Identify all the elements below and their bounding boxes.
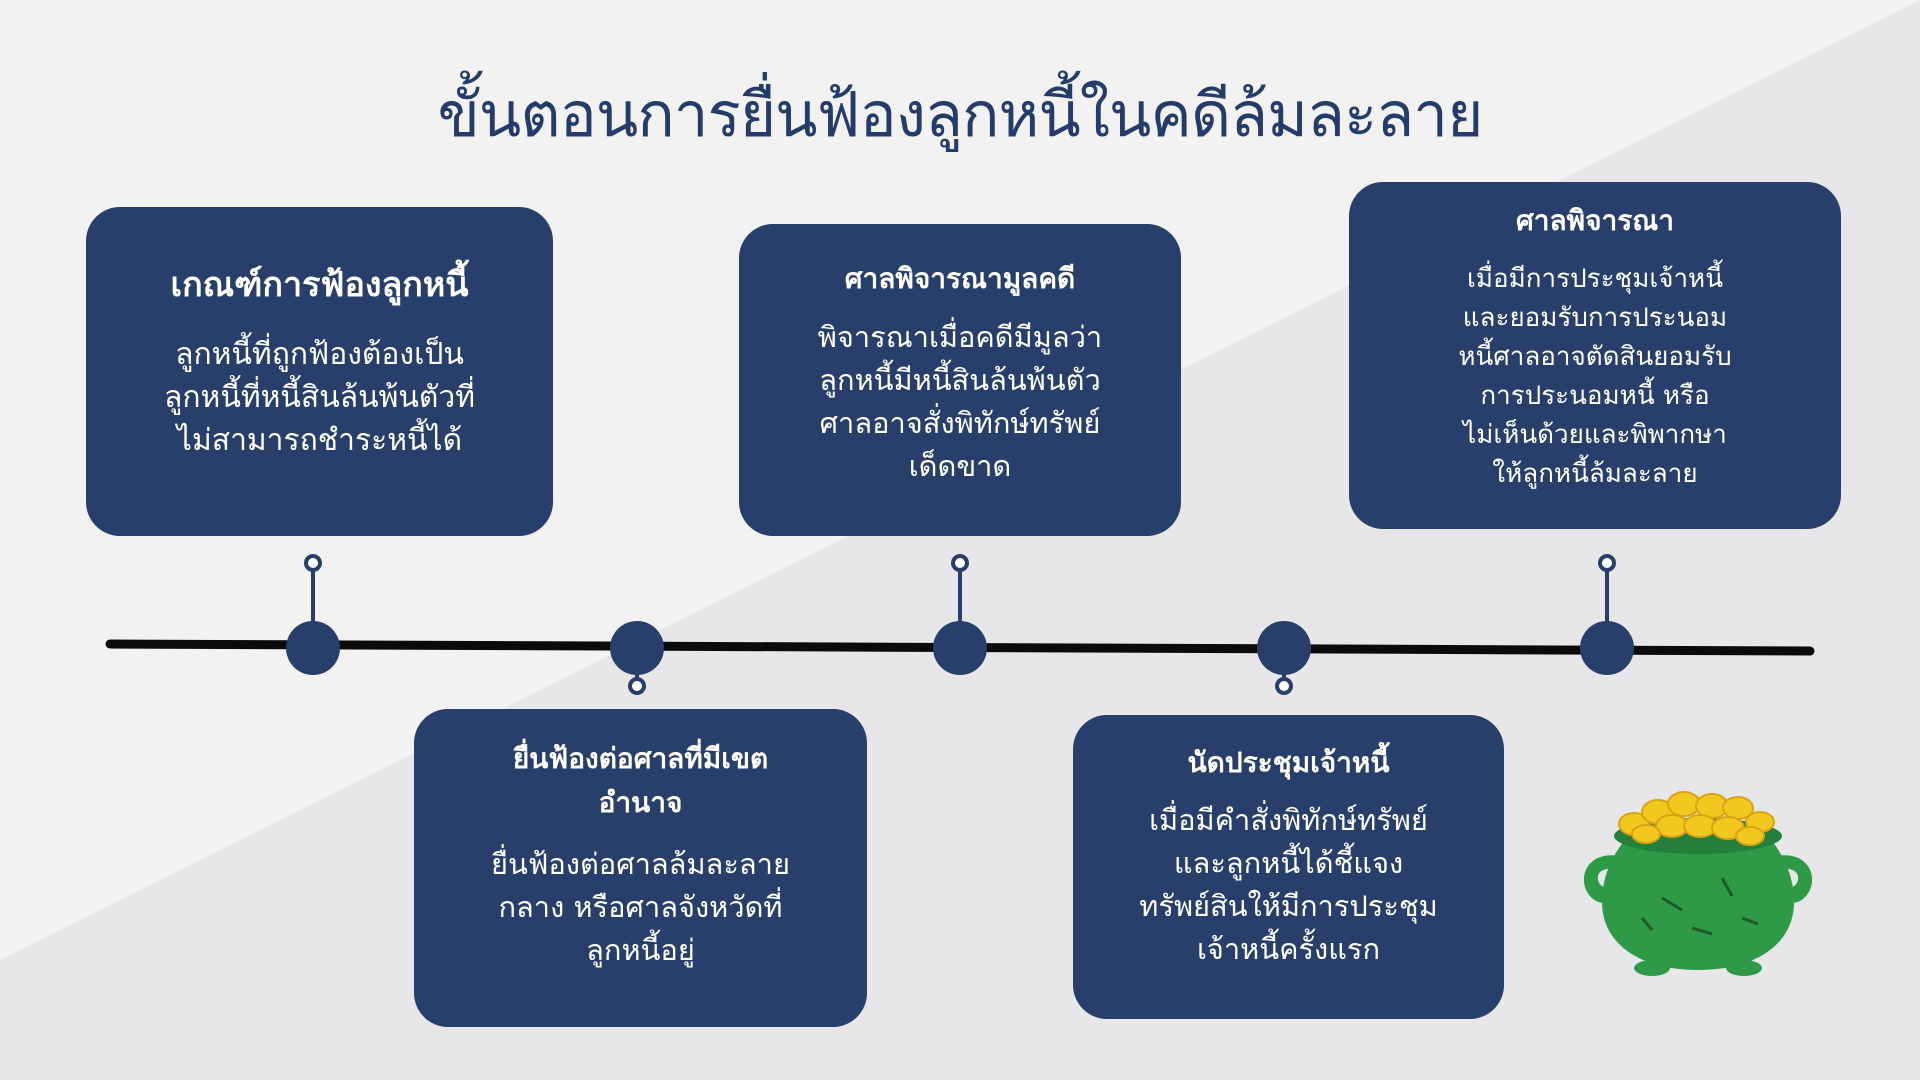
timeline-node-step5	[1580, 621, 1634, 675]
timeline-node-step1	[286, 621, 340, 675]
step-description: เมื่อมีการประชุมเจ้าหนี้ และยอมรับการประ…	[1458, 264, 1732, 489]
step-card-3: ศาลพิจารณามูลคดี พิจารณาเมื่อคดีมีมูลว่า…	[739, 224, 1181, 536]
connector-step1	[304, 554, 322, 625]
step-title: ยื่นฟ้องต่อศาลที่มีเขต อำนาจ	[512, 742, 769, 819]
step-description: พิจารณาเมื่อคดีมีมูลว่า ลูกหนี้มีหนี้สิน…	[817, 320, 1103, 483]
timeline-node-step3	[933, 621, 987, 675]
pot-of-gold-icon	[1583, 791, 1813, 976]
connector-step5	[1598, 554, 1616, 625]
step-card-4: นัดประชุมเจ้าหนี้ เมื่อมีคำสั่งพิทักษ์ทร…	[1073, 715, 1504, 1019]
step-card-5: ศาลพิจารณา เมื่อมีการประชุมเจ้าหนี้ และย…	[1349, 182, 1841, 529]
timeline-node-step2	[610, 621, 664, 675]
step-title: ศาลพิจารณามูลคดี	[844, 262, 1076, 295]
step-title: ศาลพิจารณา	[1516, 204, 1674, 237]
step-description: ยื่นฟ้องต่อศาลล้มละลาย กลาง หรือศาลจังหว…	[491, 847, 790, 967]
step-description: ลูกหนี้ที่ถูกฟ้องต้องเป็น ลูกหนี้ที่หนี้…	[164, 337, 475, 458]
page-title: ขั้นตอนการยื่นฟ้องลูกหนี้ในคดีล้มละลาย	[437, 78, 1484, 151]
step-title: เกณฑ์การฟ้องลูกหนี้	[170, 265, 469, 305]
timeline-node-step4	[1257, 621, 1311, 675]
step-card-2: ยื่นฟ้องต่อศาลที่มีเขต อำนาจ ยื่นฟ้องต่อ…	[414, 709, 867, 1027]
connector-step3	[951, 554, 969, 625]
step-description: เมื่อมีคำสั่งพิทักษ์ทรัพย์ และลูกหนี้ได้…	[1139, 803, 1438, 966]
step-card-1: เกณฑ์การฟ้องลูกหนี้ ลูกหนี้ที่ถูกฟ้องต้อ…	[86, 207, 553, 536]
step-title: นัดประชุมเจ้าหนี้	[1187, 746, 1390, 779]
